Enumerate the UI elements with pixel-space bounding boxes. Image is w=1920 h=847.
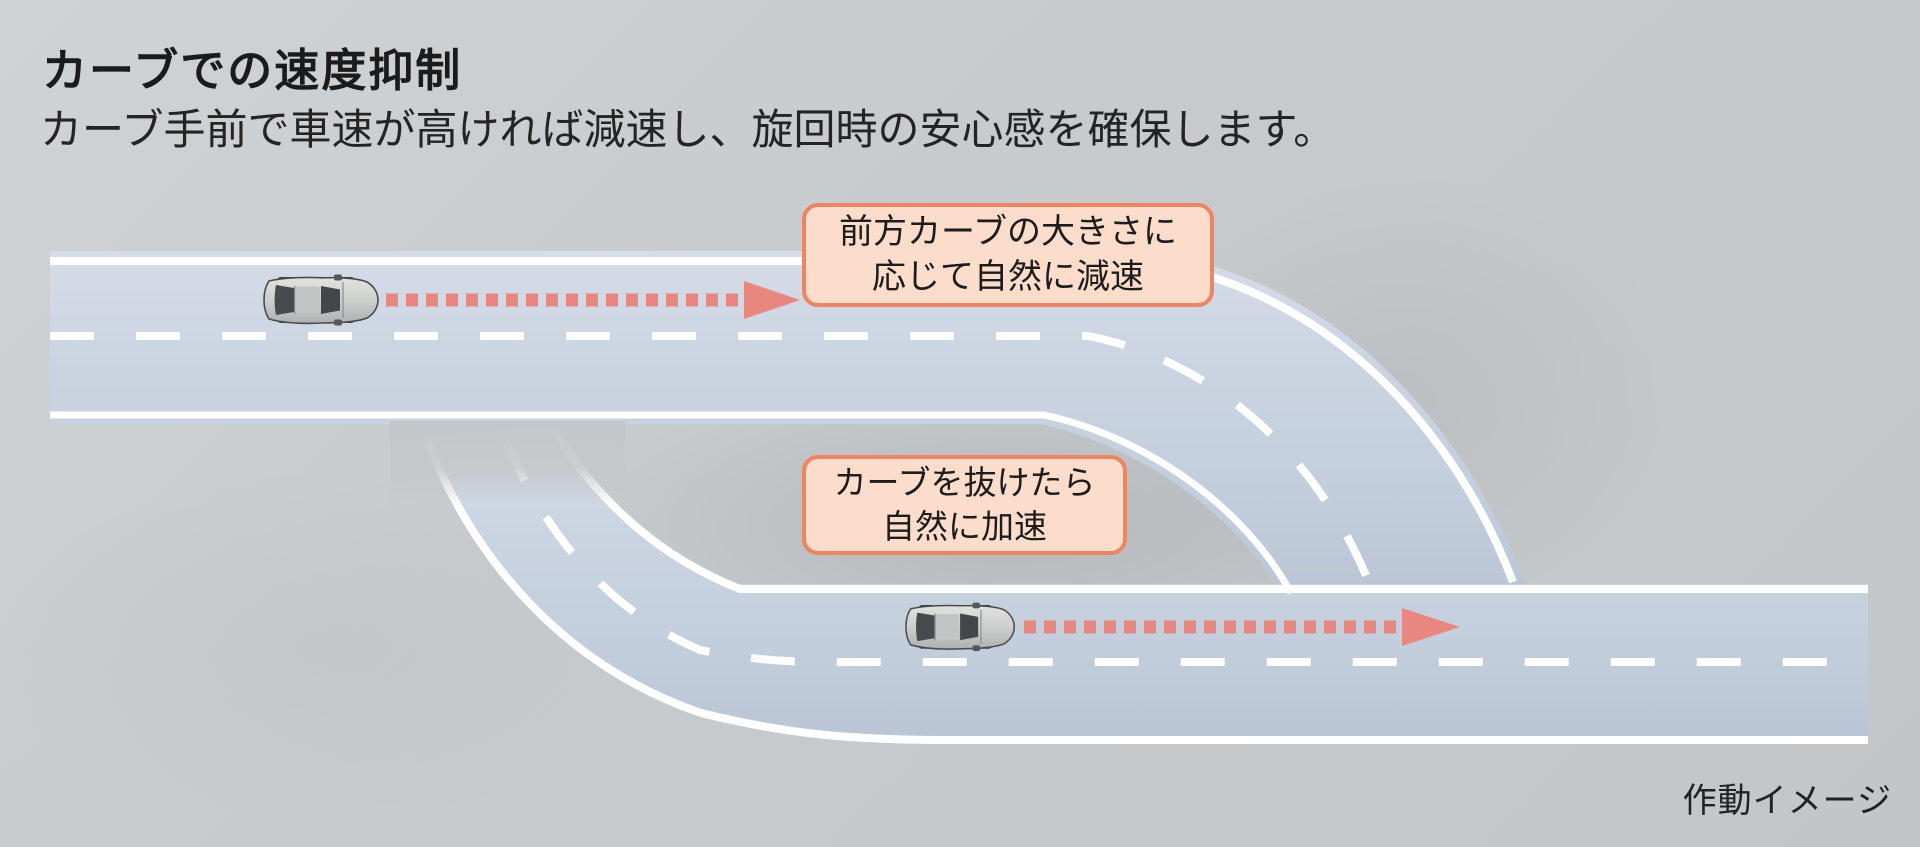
acceleration-arrow-icon: [1024, 608, 1460, 646]
page-title: カーブでの速度抑制: [42, 45, 463, 96]
road-fade-overlay: [390, 421, 625, 506]
bottom-road-bottom-edge-line: [424, 439, 1868, 744]
deceleration-arrow-icon: [386, 281, 800, 319]
callout-accelerate-line1: カーブを抜けたら: [833, 464, 1096, 502]
callout-decelerate: 前方カーブの大きさに 応じて自然に減速: [802, 203, 1214, 307]
top-car-icon: [263, 273, 379, 327]
operation-image-caption: 作動イメージ: [1682, 782, 1892, 820]
bottom-car-icon: [905, 601, 1016, 652]
lane-markings: [50, 257, 1868, 744]
page-subtitle: カーブ手前で車速が高ければ減速し、旋回時の安心感を確保します。: [40, 106, 1336, 153]
top-road-center-dashed-line: [50, 332, 1375, 590]
callout-decelerate-line2: 応じて自然に減速: [872, 258, 1144, 296]
callout-accelerate: カーブを抜けたら 自然に加速: [802, 455, 1127, 555]
bottom-road-center-dashed-line: [502, 439, 1868, 667]
callout-decelerate-line1: 前方カーブの大きさに: [839, 212, 1177, 251]
top-road-inner-edge-line: [50, 411, 1295, 595]
callout-accelerate-line2: 自然に加速: [882, 508, 1047, 545]
